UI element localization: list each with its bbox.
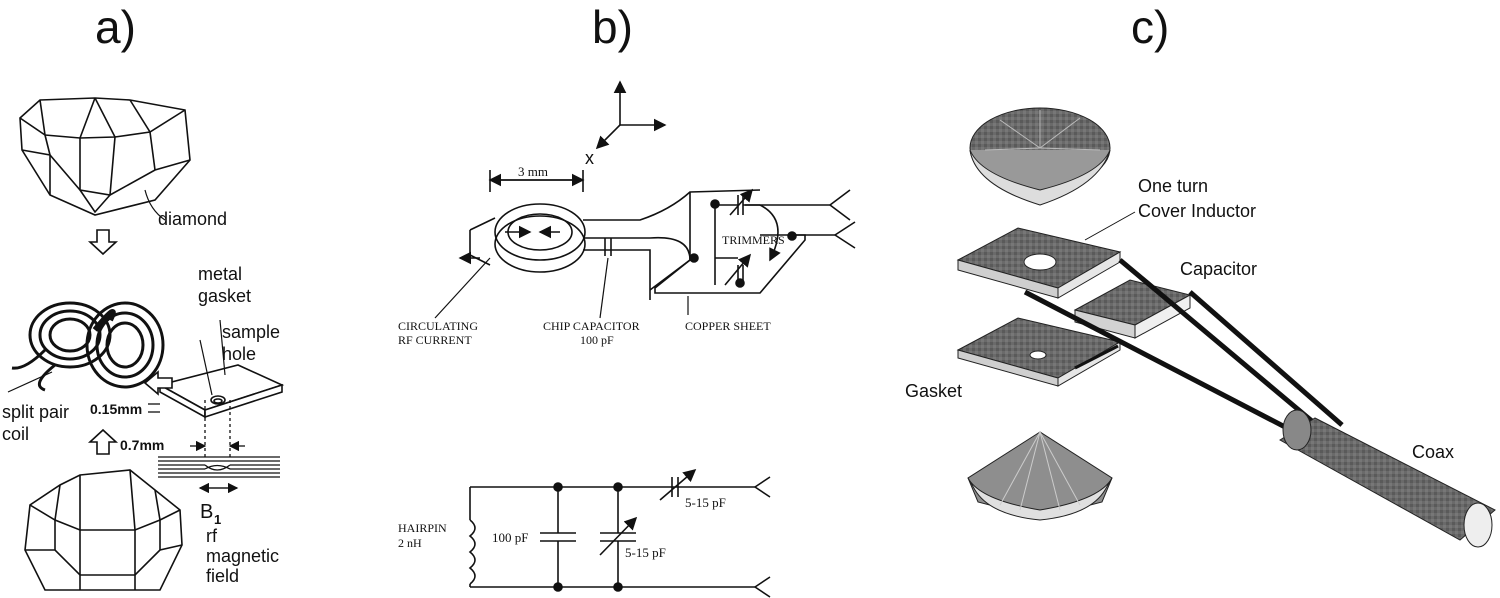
- down-arrow-icon: [87, 229, 119, 256]
- thickness-label: 0.15mm: [90, 401, 142, 417]
- var-cap-label-1: 5-15 pF: [625, 545, 666, 560]
- lower-diamond: [24, 469, 183, 591]
- split-pair-coil: [11, 301, 165, 392]
- left-arrow-icon: [143, 370, 173, 396]
- panel-c-diagram: [956, 107, 1496, 548]
- coil-label-1: split pair: [2, 402, 69, 422]
- metal-gasket: [157, 364, 285, 419]
- diamond-label: diamond: [158, 209, 227, 229]
- top-anvil: [969, 107, 1111, 206]
- sample-label-2: hole: [222, 344, 256, 364]
- hairpin-loop: [469, 189, 806, 300]
- axes-icon: [595, 80, 667, 150]
- panel-a-text: diamond metal gasket sample hole split p…: [2, 209, 280, 586]
- axis-x-label: x: [585, 148, 594, 168]
- b1-label: B: [200, 501, 213, 523]
- trimmers-label: TRIMMERS: [722, 233, 785, 247]
- panel-b-label: b): [592, 1, 633, 53]
- up-arrow-icon: [87, 428, 119, 455]
- chip-cap-label-1: CHIP CAPACITOR: [543, 319, 640, 333]
- inductor-label-2: Cover Inductor: [1138, 201, 1256, 221]
- upper-diamond: [19, 97, 191, 216]
- width-label: 0.7mm: [120, 437, 164, 453]
- fixed-cap-label: 100 pF: [492, 530, 528, 545]
- rf-label-1: rf: [206, 526, 218, 546]
- metal-label-2: gasket: [198, 286, 251, 306]
- rf-label-3: field: [206, 566, 239, 586]
- panel-a-label: a): [95, 1, 136, 53]
- coax-label: Coax: [1412, 442, 1454, 462]
- metal-label-1: metal: [198, 264, 242, 284]
- rf-label-2: magnetic: [206, 546, 279, 566]
- capacitor-label: Capacitor: [1180, 259, 1257, 279]
- coax-cable: [1279, 409, 1496, 548]
- var-cap-label-2: 5-15 pF: [685, 495, 726, 510]
- cover-inductor-plate: [956, 227, 1122, 299]
- panel-c-text: One turn Cover Inductor Capacitor Gasket…: [905, 176, 1454, 462]
- gasket-cross-section: [148, 400, 280, 494]
- coil-label-2: coil: [2, 424, 29, 444]
- chip-cap-label-2: 100 pF: [580, 333, 614, 347]
- gasket-label: Gasket: [905, 381, 962, 401]
- bottom-anvil: [967, 431, 1113, 521]
- b1-subscript: 1: [214, 512, 221, 527]
- circulating-label-1: CIRCULATING: [398, 319, 478, 333]
- panel-b-diagram: [434, 80, 856, 598]
- panel-c-label: c): [1131, 1, 1170, 53]
- copper-sheet-label: COPPER SHEET: [685, 319, 771, 333]
- circulating-label-2: RF CURRENT: [398, 333, 472, 347]
- circuit-schematic: [468, 468, 771, 598]
- inductor-label-1: One turn: [1138, 176, 1208, 196]
- panel-a-diagram: [7, 97, 285, 591]
- panel-b-text: x 3 mm TRIMMERS CIRCULATING RF CURRENT C…: [398, 148, 785, 560]
- dimension-label: 3 mm: [518, 164, 548, 179]
- sample-label-1: sample: [222, 322, 280, 342]
- hairpin-label-2: 2 nH: [398, 536, 422, 550]
- hairpin-label-1: HAIRPIN: [398, 521, 447, 535]
